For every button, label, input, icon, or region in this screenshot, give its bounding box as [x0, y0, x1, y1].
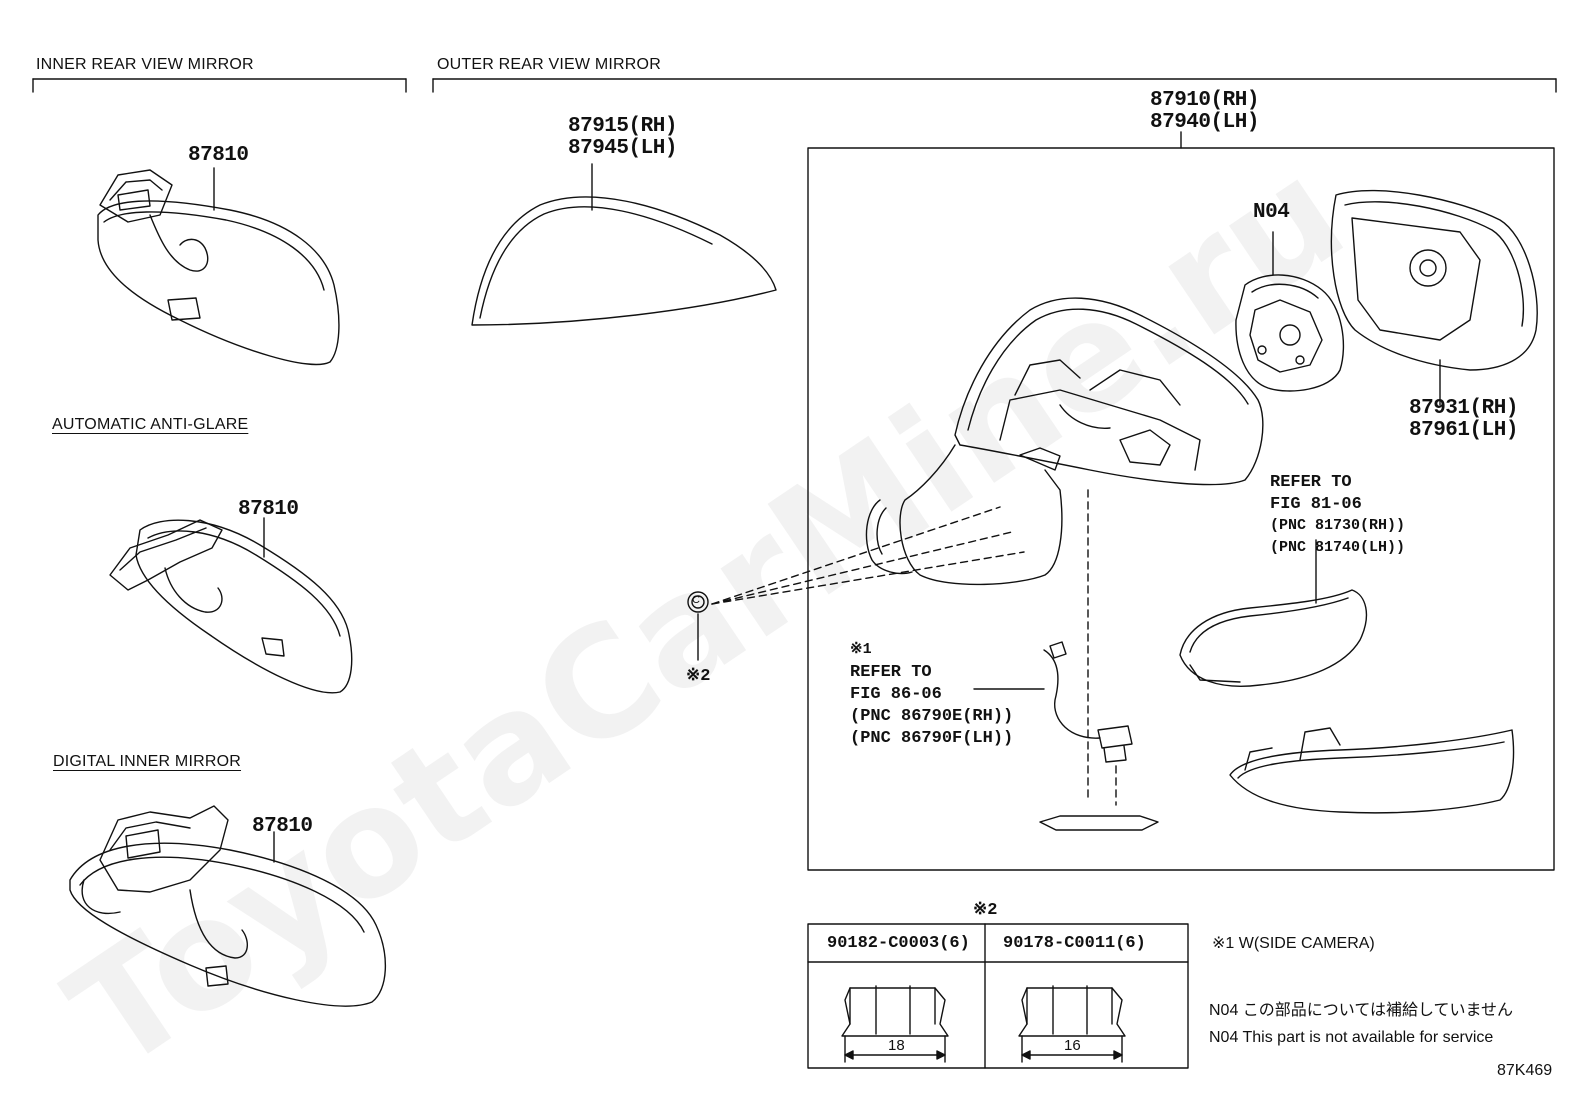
nut-table-marker: ※2	[973, 901, 998, 920]
outer-section-title: OUTER REAR VIEW MIRROR	[437, 56, 661, 73]
nut-table-col2-size: 16	[1064, 1037, 1081, 1054]
mirror-glass	[1330, 189, 1538, 406]
camera-ref-line2: FIG 86-06	[850, 685, 942, 704]
part-number-inner-3: 87810	[252, 815, 313, 838]
turn-signal-lamp	[1179, 539, 1368, 687]
inner-mirror-auto-anti-glare	[109, 517, 353, 694]
note-n04-english: N04 This part is not available for servi…	[1209, 1029, 1494, 1046]
side-camera	[973, 641, 1159, 831]
outer-section-bracket	[432, 78, 1557, 93]
part-number-inner-2: 87810	[238, 498, 299, 521]
camera-ref-marker: ※1	[850, 641, 872, 658]
mirror-housing	[865, 297, 1264, 586]
inner-mirror-digital	[69, 805, 386, 1007]
mirror-cover-shell	[471, 163, 777, 326]
part-number-mirror-rh: 87931(RH)	[1409, 397, 1518, 420]
part-number-n04: N04	[1253, 201, 1290, 224]
clip-letter: C	[692, 594, 700, 606]
digital-inner-mirror-title: DIGITAL INNER MIRROR	[53, 753, 242, 770]
note-n04-japanese: N04 この部品については補給していません	[1209, 1002, 1514, 1019]
nut-table-col1-part: 90182-C0003(6)	[827, 934, 970, 953]
signal-ref-line4: (PNC 81740(LH))	[1270, 539, 1406, 556]
inner-mirror-standard	[97, 167, 340, 366]
nut-table	[807, 923, 1189, 1069]
retaining-clip	[687, 591, 709, 661]
inner-section-title: INNER REAR VIEW MIRROR	[36, 56, 254, 73]
camera-ref-line4: (PNC 86790F(LH))	[850, 729, 1014, 748]
figure-code: 87K469	[1497, 1062, 1553, 1079]
auto-anti-glare-title: AUTOMATIC ANTI-GLARE	[52, 416, 249, 433]
part-number-mirror-lh: 87961(LH)	[1409, 419, 1518, 442]
note-side-camera: ※1 W(SIDE CAMERA)	[1212, 935, 1375, 952]
part-number-cover-lh: 87945(LH)	[568, 137, 677, 160]
camera-ref-line3: (PNC 86790E(RH))	[850, 707, 1014, 726]
clip-marker: ※2	[686, 667, 711, 686]
inner-section-bracket	[32, 78, 407, 93]
signal-ref-line2: FIG 81-06	[1270, 495, 1362, 514]
nut-table-col2-part: 90178-C0011(6)	[1003, 934, 1146, 953]
clip-leader-lines	[711, 489, 1089, 801]
mirror-lower-base	[1229, 727, 1515, 814]
nut-table-col1-size: 18	[888, 1037, 905, 1054]
part-number-cover-rh: 87915(RH)	[568, 115, 677, 138]
part-number-inner-1: 87810	[188, 144, 249, 167]
camera-ref-line1: REFER TO	[850, 663, 932, 682]
part-number-assy-rh: 87910(RH)	[1150, 89, 1259, 112]
mirror-actuator-n04	[1235, 231, 1345, 392]
signal-ref-line3: (PNC 81730(RH))	[1270, 517, 1406, 534]
signal-ref-line1: REFER TO	[1270, 473, 1352, 492]
part-number-assy-lh: 87940(LH)	[1150, 111, 1259, 134]
